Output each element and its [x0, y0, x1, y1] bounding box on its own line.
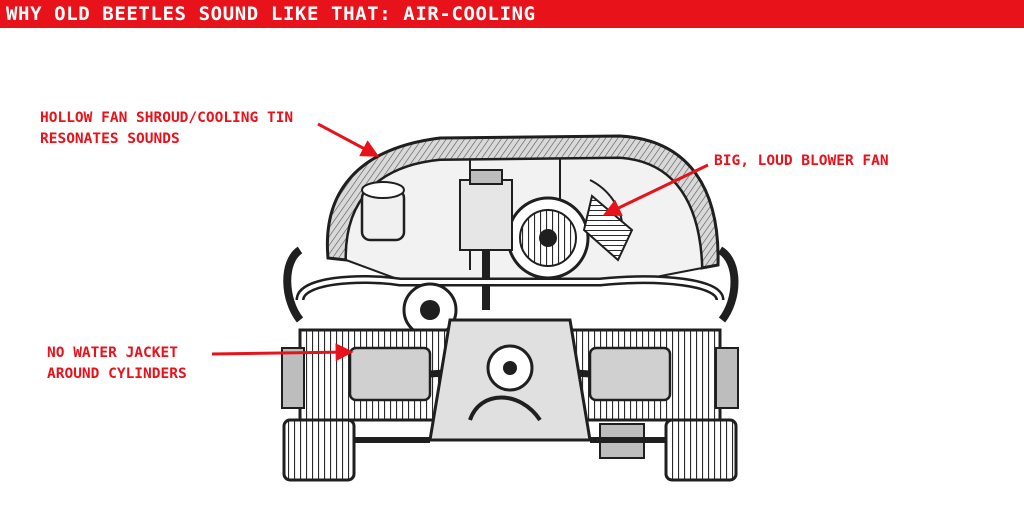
jacket-annotation-line2: AROUND CYLINDERS: [47, 364, 187, 385]
shroud-annotation: HOLLOW FAN SHROUD/COOLING TIN RESONATES …: [40, 108, 293, 150]
shroud-arrow: [318, 124, 376, 155]
fan-annotation: BIG, LOUD BLOWER FAN: [714, 151, 889, 172]
jacket-annotation-line1: NO WATER JACKET: [47, 343, 187, 364]
shroud-annotation-line2: RESONATES SOUNDS: [40, 129, 293, 150]
fan-annotation-line1: BIG, LOUD BLOWER FAN: [714, 151, 889, 172]
shroud-annotation-line1: HOLLOW FAN SHROUD/COOLING TIN: [40, 108, 293, 129]
jacket-annotation: NO WATER JACKET AROUND CYLINDERS: [47, 343, 187, 385]
jacket-arrow: [212, 352, 350, 354]
